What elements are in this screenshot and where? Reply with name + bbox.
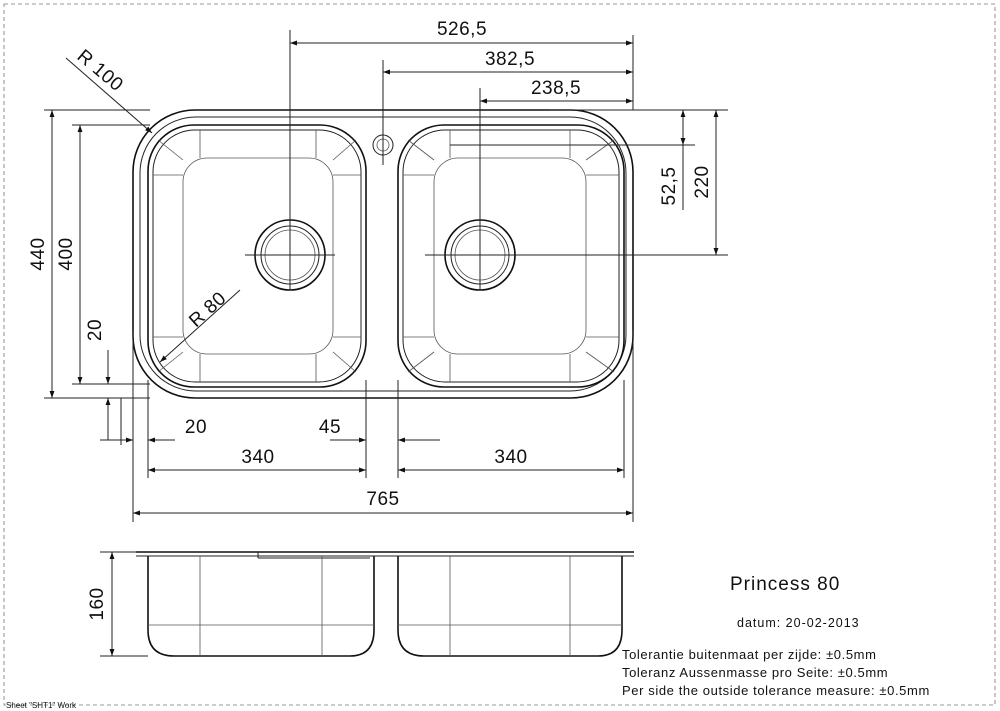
- dim-340-left: 340: [241, 447, 274, 468]
- product-title: Princess 80: [730, 574, 840, 595]
- dim-382-5: 382,5: [485, 49, 535, 70]
- drawing-date: datum: 20-02-2013: [737, 616, 860, 630]
- right-bowl: [397, 124, 625, 388]
- sink-top-view: [132, 30, 728, 399]
- dim-340-right: 340: [494, 447, 527, 468]
- dim-20-horizontal: 20: [185, 417, 207, 438]
- dim-r80: R 80: [185, 288, 230, 332]
- sheet-border: [3, 3, 996, 706]
- dim-220: 220: [692, 165, 713, 198]
- left-bowl: [147, 124, 367, 388]
- dim-440: 440: [28, 237, 49, 270]
- dim-238-5: 238,5: [531, 78, 581, 99]
- dim-400: 400: [56, 237, 77, 270]
- sink-side-view: [136, 551, 634, 657]
- tolerance-dutch: Tolerantie buitenmaat per zijde: ±0.5mm: [622, 647, 877, 662]
- sheet-label: Sheet "SHT1" Work: [6, 701, 77, 710]
- dim-52-5: 52,5: [659, 167, 680, 206]
- dim-45: 45: [319, 417, 341, 438]
- tolerance-english: Per side the outside tolerance measure: …: [622, 683, 930, 698]
- dim-160: 160: [87, 587, 108, 620]
- tolerance-german: Toleranz Aussenmasse pro Seite: ±0.5mm: [622, 665, 888, 680]
- dim-765: 765: [366, 489, 399, 510]
- dim-526-5: 526,5: [437, 19, 487, 40]
- dimension-lines: [44, 35, 728, 657]
- dim-20-vertical: 20: [85, 319, 106, 341]
